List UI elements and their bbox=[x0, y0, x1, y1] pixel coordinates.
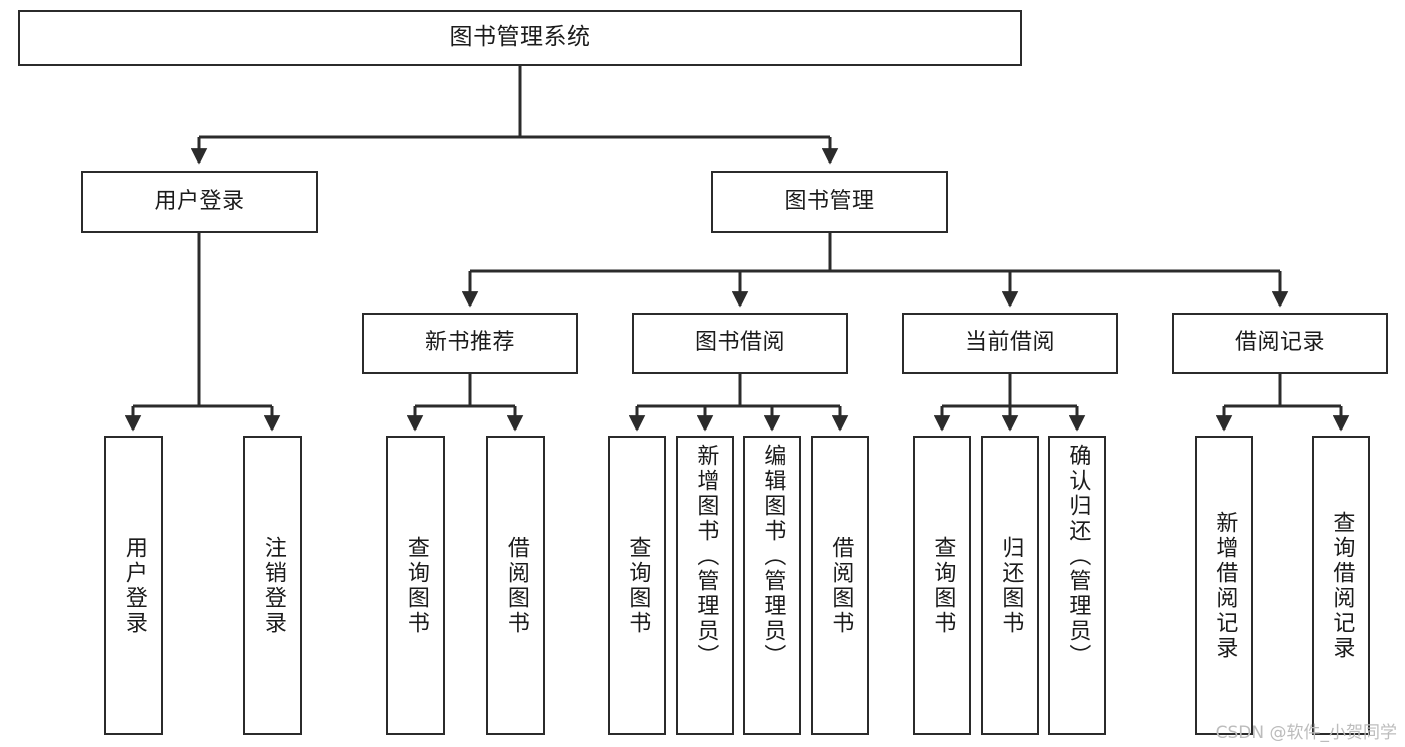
leaf-book-borrow-add-book-admin[interactable]: 新增图书（管理员） bbox=[676, 436, 734, 735]
node-label: 当前借阅 bbox=[964, 330, 1055, 356]
leaf-book-borrow-query-book[interactable]: 查询图书 bbox=[608, 436, 666, 735]
node-user-login[interactable]: 用户登录 bbox=[81, 171, 318, 233]
node-label: 图书管理系统 bbox=[449, 24, 591, 51]
watermark: CSDN @软件_小贺同学 bbox=[1215, 723, 1397, 743]
node-label: 新书推荐 bbox=[424, 330, 515, 356]
node-new-book-recommend[interactable]: 新书推荐 bbox=[362, 313, 578, 374]
node-label: 图书管理 bbox=[784, 188, 875, 214]
node-label: 查询借阅记录 bbox=[1329, 510, 1355, 661]
node-label: 归还图书 bbox=[998, 535, 1024, 636]
leaf-user-login-login[interactable]: 用户登录 bbox=[104, 436, 163, 735]
node-label: 借阅图书 bbox=[503, 535, 529, 636]
node-label: 查询图书 bbox=[625, 535, 651, 636]
leaf-new-book-borrow-book[interactable]: 借阅图书 bbox=[486, 436, 545, 735]
node-label: 借阅记录 bbox=[1234, 330, 1325, 356]
node-label: 查询图书 bbox=[930, 535, 956, 636]
node-label: 新增图书（管理员） bbox=[693, 444, 719, 669]
leaf-book-borrow-edit-book-admin[interactable]: 编辑图书（管理员） bbox=[743, 436, 801, 735]
node-label: 新增借阅记录 bbox=[1212, 510, 1238, 661]
leaf-current-borrow-query-book[interactable]: 查询图书 bbox=[913, 436, 971, 735]
node-label: 查询图书 bbox=[403, 535, 429, 636]
node-label: 用户登录 bbox=[121, 535, 147, 636]
leaf-new-book-query-book[interactable]: 查询图书 bbox=[386, 436, 445, 735]
node-root-book-management-system[interactable]: 图书管理系统 bbox=[18, 10, 1022, 66]
node-label: 注销登录 bbox=[260, 535, 286, 636]
node-label: 借阅图书 bbox=[828, 535, 854, 636]
node-book-management[interactable]: 图书管理 bbox=[711, 171, 948, 233]
leaf-borrow-record-query-record[interactable]: 查询借阅记录 bbox=[1312, 436, 1370, 735]
node-label: 确认归还（管理员） bbox=[1065, 444, 1091, 669]
leaf-book-borrow-borrow-book[interactable]: 借阅图书 bbox=[811, 436, 869, 735]
node-label: 图书借阅 bbox=[694, 330, 785, 356]
leaf-current-borrow-return-book[interactable]: 归还图书 bbox=[981, 436, 1039, 735]
leaf-borrow-record-add-record[interactable]: 新增借阅记录 bbox=[1195, 436, 1253, 735]
leaf-current-borrow-confirm-return-admin[interactable]: 确认归还（管理员） bbox=[1048, 436, 1106, 735]
leaf-user-login-logout[interactable]: 注销登录 bbox=[243, 436, 302, 735]
node-label: 编辑图书（管理员） bbox=[760, 444, 786, 669]
node-borrow-record[interactable]: 借阅记录 bbox=[1172, 313, 1388, 374]
node-label: 用户登录 bbox=[154, 188, 245, 214]
node-current-borrow[interactable]: 当前借阅 bbox=[902, 313, 1118, 374]
node-book-borrow[interactable]: 图书借阅 bbox=[632, 313, 848, 374]
